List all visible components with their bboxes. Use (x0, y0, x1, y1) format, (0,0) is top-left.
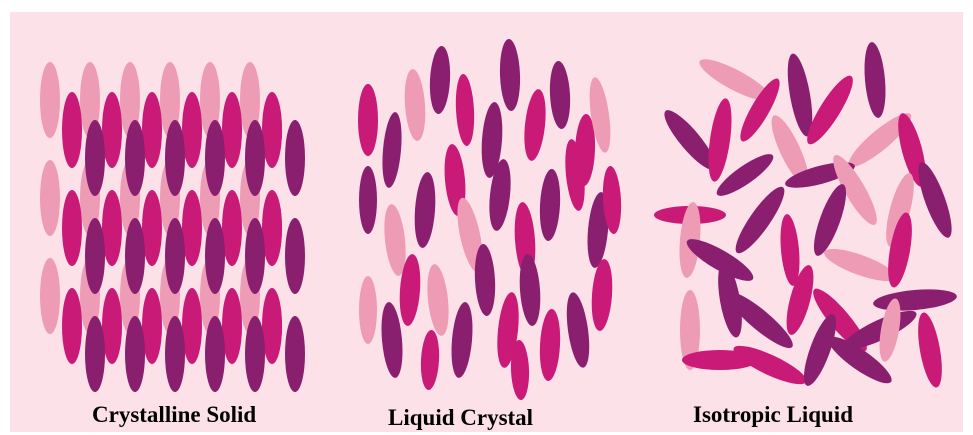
molecule-ellipse (914, 311, 947, 389)
molecule-ellipse (182, 288, 202, 364)
crystalline-solid-panel (40, 62, 305, 392)
molecule-ellipse (821, 243, 899, 288)
molecule-ellipse (102, 190, 122, 266)
liquid-crystal-panel (358, 39, 623, 401)
isotropic-liquid-panel (654, 41, 958, 391)
molecule-ellipse (222, 288, 242, 364)
molecule-ellipse (538, 309, 562, 382)
molecule-ellipse (165, 218, 185, 294)
molecule-ellipse (40, 62, 60, 138)
molecule-ellipse (538, 169, 562, 242)
molecule-ellipse (285, 218, 305, 294)
molecule-ellipse (510, 340, 530, 401)
molecule-ellipse (590, 258, 615, 331)
molecule-ellipse (182, 190, 202, 266)
molecule-ellipse (62, 288, 82, 364)
molecule-ellipse (548, 61, 572, 130)
molecule-ellipse (40, 160, 60, 236)
crystalline-solid-label: Crystalline Solid (92, 402, 256, 428)
molecule-ellipse (102, 288, 122, 364)
molecule-ellipse (428, 46, 452, 115)
molecule-ellipse (40, 258, 60, 334)
molecule-ellipse (449, 301, 476, 378)
molecule-ellipse (412, 171, 437, 248)
molecule-ellipse (62, 92, 82, 168)
molecule-ellipse (264, 192, 282, 264)
molecule-ellipse (359, 166, 377, 234)
molecule-ellipse (499, 39, 522, 112)
molecule-ellipse (521, 88, 548, 162)
molecule-ellipse (102, 92, 122, 168)
molecule-ellipse (912, 159, 958, 241)
molecule-ellipse (222, 92, 242, 168)
molecule-ellipse (285, 316, 305, 392)
molecule-ellipse (85, 218, 105, 294)
molecule-ellipse (85, 120, 105, 196)
molecule-ellipse (778, 213, 802, 286)
molecule-ellipse (872, 286, 957, 313)
molecule-ellipse (245, 316, 265, 392)
molecule-ellipse (85, 316, 105, 392)
liquid-crystal-label: Liquid Crystal (388, 405, 533, 431)
molecule-ellipse (264, 290, 282, 362)
molecule-ellipse (862, 41, 889, 118)
molecule-ellipse (182, 92, 202, 168)
molecule-ellipse (165, 316, 185, 392)
molecule-ellipse (245, 120, 265, 196)
molecule-ellipse (563, 291, 593, 369)
molecule-ellipse (142, 190, 162, 266)
molecule-ellipse (403, 68, 428, 141)
molecule-ellipse (125, 316, 145, 392)
molecule-ellipse (142, 288, 162, 364)
molecule-ellipse (245, 218, 265, 294)
molecule-ellipse (222, 190, 242, 266)
molecule-ellipse (205, 120, 225, 196)
molecule-ellipse (359, 276, 377, 344)
molecule-ellipse (419, 330, 440, 391)
molecule-ellipse (142, 92, 162, 168)
molecule-ellipse (125, 120, 145, 196)
molecule-ellipse (285, 120, 305, 196)
molecule-ellipse (125, 218, 145, 294)
molecule-ellipse (62, 190, 82, 266)
molecule-ellipse (808, 181, 853, 259)
molecule-ellipse (264, 94, 282, 166)
molecule-ellipse (205, 316, 225, 392)
molecule-ellipse (424, 263, 451, 337)
molecule-ellipse (165, 120, 185, 196)
molecule-ellipse (205, 218, 225, 294)
molecule-ellipse (380, 111, 405, 188)
isotropic-liquid-label: Isotropic Liquid (693, 402, 853, 428)
molecule-ellipse (704, 97, 735, 183)
molecule-ellipse (358, 84, 378, 156)
molecule-ellipse (454, 74, 476, 147)
